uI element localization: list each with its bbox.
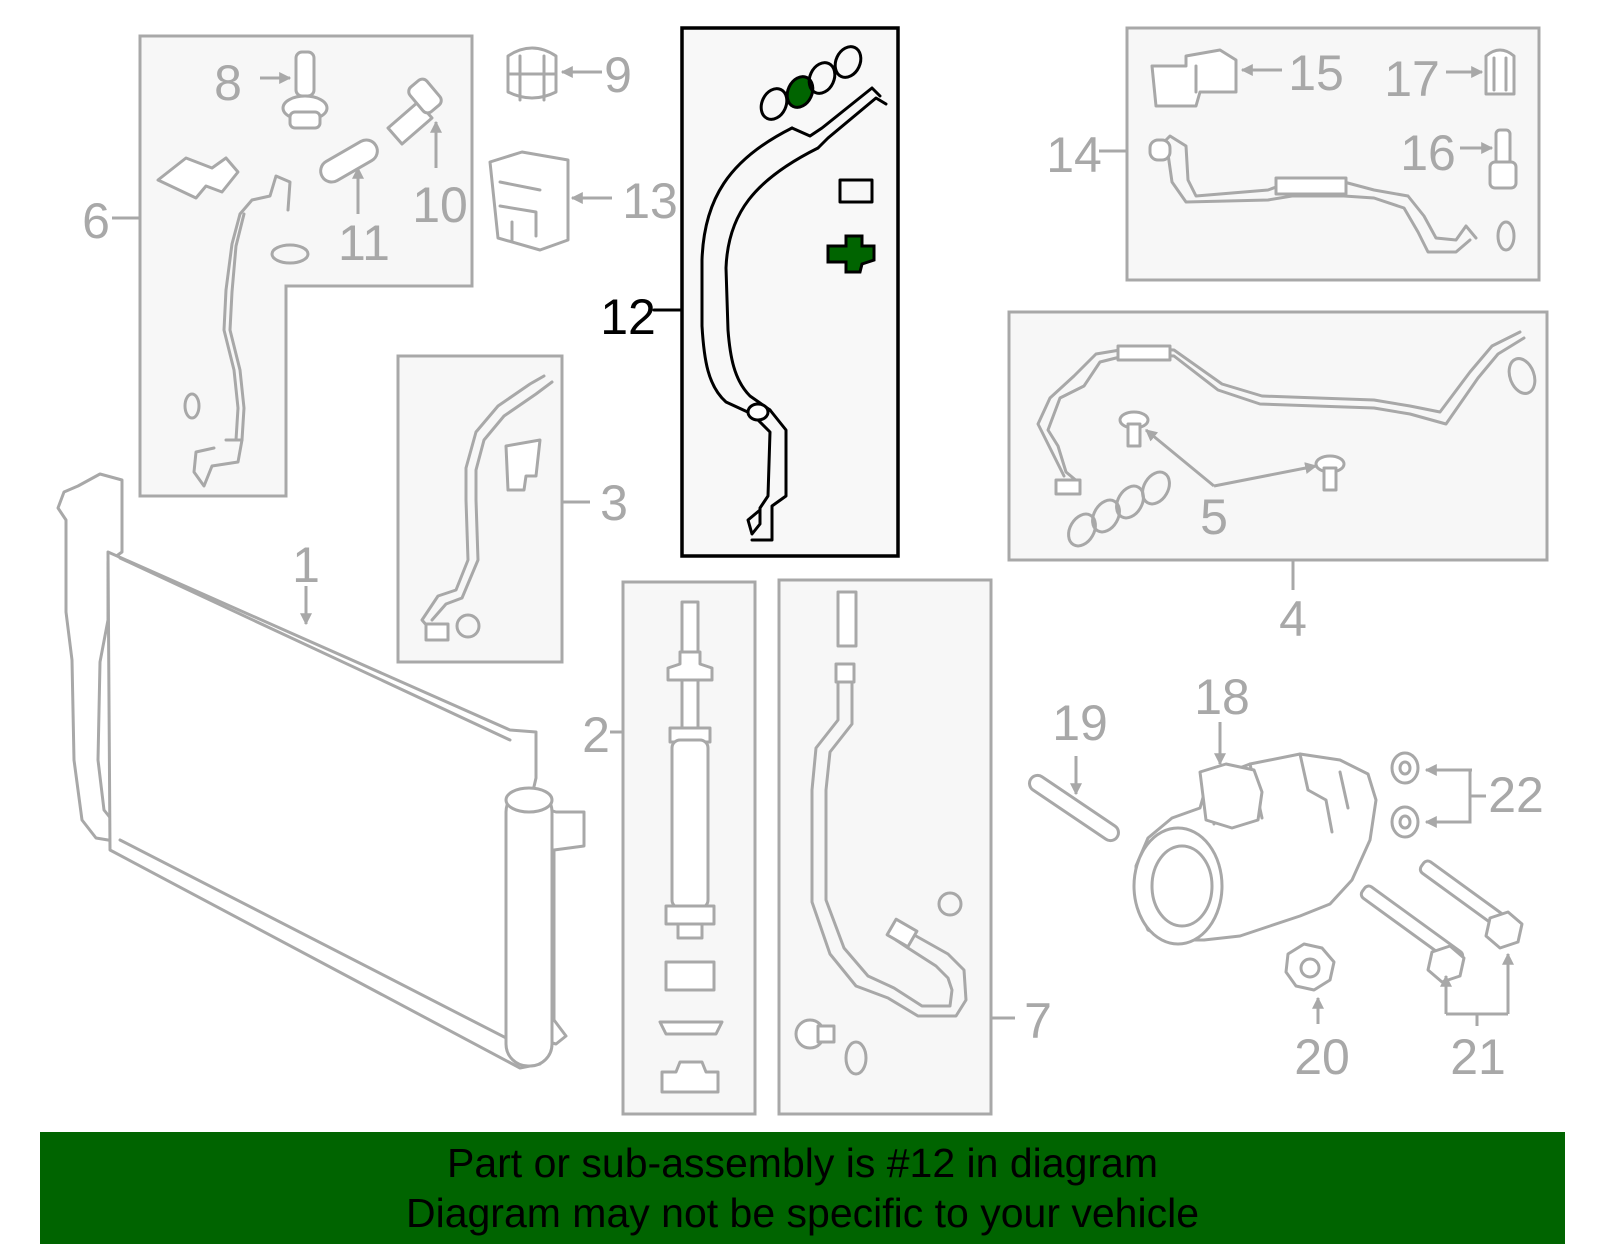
- part-12-gasket: [838, 178, 874, 204]
- bracket-icon: [156, 156, 240, 200]
- callout-14[interactable]: 14: [1046, 127, 1102, 183]
- part-20-nut[interactable]: [1284, 942, 1336, 992]
- group-6-box: [112, 34, 474, 498]
- callout-3[interactable]: 3: [600, 475, 628, 531]
- group-7-box: [777, 578, 1015, 1116]
- part-18-compressor[interactable]: [1132, 752, 1378, 946]
- group-2-box: [610, 580, 757, 1116]
- callout-4[interactable]: 4: [1279, 591, 1307, 647]
- part-8-bolt[interactable]: [281, 50, 329, 130]
- o-ring-highlighted: [785, 75, 815, 109]
- callout-8[interactable]: 8: [214, 55, 242, 111]
- o-ring-set-4: [1067, 470, 1171, 548]
- part-21-bolts[interactable]: [1359, 859, 1524, 984]
- callout-17[interactable]: 17: [1384, 51, 1440, 107]
- callout-2[interactable]: 2: [582, 707, 610, 763]
- part-2-drier[interactable]: [664, 600, 716, 940]
- part-5-clip[interactable]: [1118, 410, 1346, 492]
- callout-labels: 1 2 3 4 5 6 7 8 9 10 11 13 14 15 16 17 1…: [82, 45, 1544, 1085]
- callout-1[interactable]: 1: [292, 537, 320, 593]
- info-banner: Part or sub-assembly is #12 in diagram D…: [40, 1132, 1565, 1244]
- part-15-valve[interactable]: [1150, 48, 1238, 108]
- group-4-box: [1007, 310, 1549, 590]
- part-10-switch[interactable]: [386, 77, 444, 146]
- part-1-condenser[interactable]: [56, 472, 586, 1070]
- callout-18[interactable]: 18: [1194, 669, 1250, 725]
- callout-12[interactable]: 12: [600, 289, 656, 345]
- callout-16[interactable]: 16: [1400, 125, 1456, 181]
- part-17-cap[interactable]: [1484, 48, 1516, 96]
- callout-21[interactable]: 21: [1450, 1029, 1506, 1085]
- hose-7: [810, 678, 968, 1018]
- callout-10[interactable]: 10: [412, 177, 468, 233]
- callout-6[interactable]: 6: [82, 193, 110, 249]
- group-3-box: [396, 354, 590, 664]
- part-16-switch[interactable]: [1488, 128, 1518, 190]
- callout-22[interactable]: 22: [1488, 767, 1544, 823]
- part-22-washers[interactable]: [1390, 751, 1420, 839]
- callout-7[interactable]: 7: [1024, 993, 1052, 1049]
- hose-3: [420, 374, 546, 636]
- part-9-cap[interactable]: [506, 46, 558, 102]
- banner-line-1: Part or sub-assembly is #12 in diagram: [447, 1140, 1158, 1186]
- group-12-box: [652, 26, 900, 558]
- group-14-box: [1099, 26, 1541, 282]
- callout-20[interactable]: 20: [1294, 1029, 1350, 1085]
- part-13-bracket[interactable]: [488, 150, 570, 252]
- part-12-bracket: [826, 234, 876, 274]
- banner-background: [40, 1132, 1565, 1244]
- pipe-4: [1046, 336, 1526, 484]
- callout-9[interactable]: 9: [604, 47, 632, 103]
- callout-5[interactable]: 5: [1200, 489, 1228, 545]
- callout-19[interactable]: 19: [1052, 695, 1108, 751]
- part-12-hose[interactable]: [700, 86, 888, 542]
- callout-11[interactable]: 11: [338, 215, 390, 271]
- banner-line-2: Diagram may not be specific to your vehi…: [405, 1190, 1199, 1236]
- o-ring-set[interactable]: [756, 42, 865, 123]
- part-19-pin[interactable]: [1026, 772, 1121, 843]
- hose-6: [222, 174, 292, 442]
- callout-15[interactable]: 15: [1288, 45, 1344, 101]
- callout-13[interactable]: 13: [622, 173, 678, 229]
